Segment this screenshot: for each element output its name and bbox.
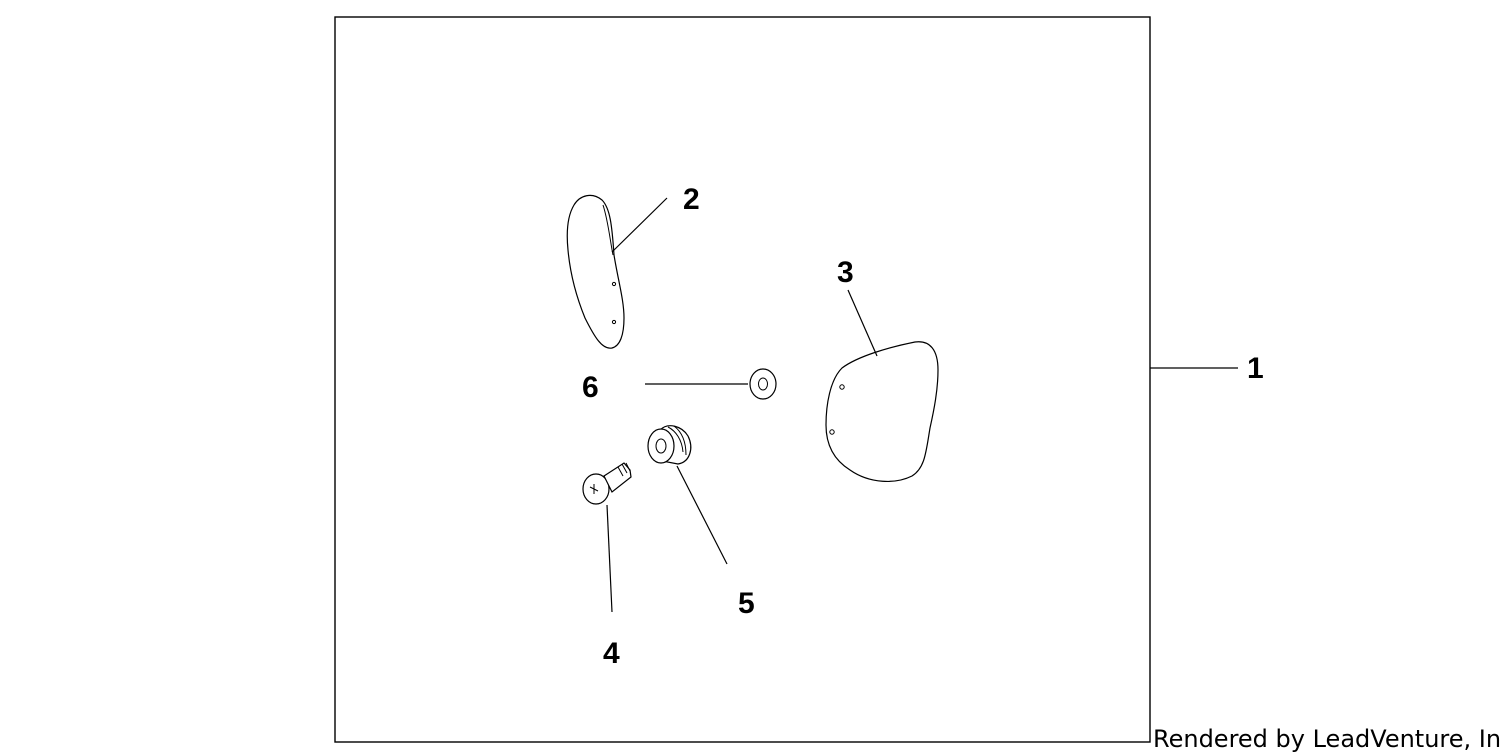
leader-line-3 [847, 289, 878, 357]
kit-frame [334, 16, 1151, 743]
callout-4: 4 [603, 637, 620, 670]
leader-line-2 [611, 197, 668, 253]
callout-5: 5 [738, 587, 755, 620]
render-credit: Rendered by LeadVenture, Inc. [1153, 725, 1500, 753]
callout-1: 1 [1247, 352, 1264, 385]
callout-6: 6 [582, 371, 599, 404]
part-4-screw[interactable] [582, 462, 632, 505]
callout-2: 2 [683, 183, 700, 216]
part-6-washer[interactable] [749, 368, 777, 400]
callout-3: 3 [837, 256, 854, 289]
part-2-left-panel[interactable] [566, 194, 625, 349]
part-3-right-panel[interactable] [825, 341, 939, 482]
leader-line-4 [606, 504, 613, 613]
part-5-grommet[interactable] [647, 425, 692, 465]
leader-line-5 [676, 465, 728, 565]
